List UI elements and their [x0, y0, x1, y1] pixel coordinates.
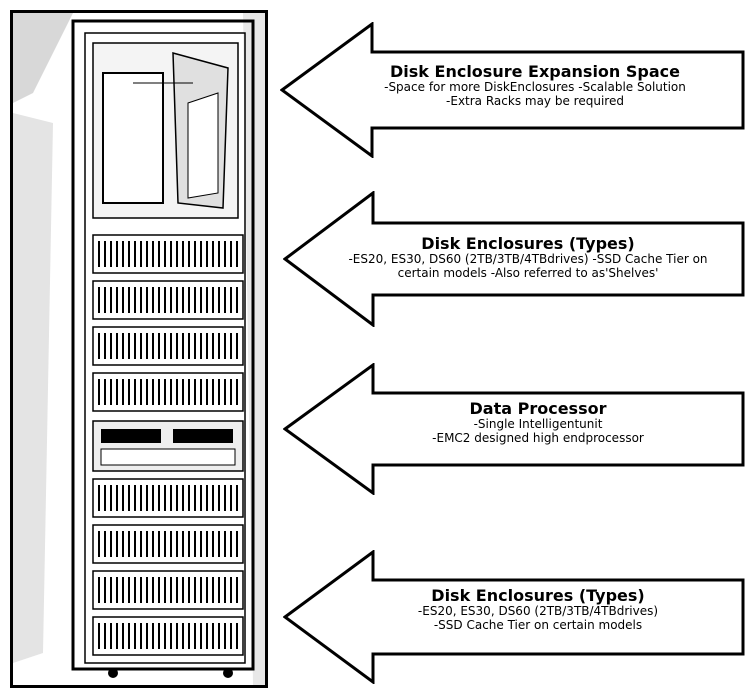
callout-title: Data Processor [469, 399, 607, 418]
callout-line: -Space for more DiskEnclosures -Scalable… [384, 80, 686, 95]
callout-line: -ES20, ES30, DS60 (2TB/3TB/4TBdrives) [417, 604, 659, 619]
rack-illustration [13, 13, 265, 685]
left-arrow-shape [283, 191, 745, 327]
callout-title: Disk Enclosure Expansion Space [390, 62, 680, 81]
left-arrow-shape [280, 22, 745, 158]
callout-line: -EMC2 designed high endprocessor [432, 431, 644, 446]
callout-data-processor: Data Processor -Single Intelligentunit -… [283, 363, 745, 495]
left-arrow-shape [283, 363, 745, 495]
callout-title: Disk Enclosures (Types) [421, 234, 635, 253]
callout-disk-enclosures-upper: Disk Enclosures (Types) -ES20, ES30, DS6… [283, 191, 745, 327]
left-arrow-shape [283, 550, 745, 684]
callout-title: Disk Enclosures (Types) [431, 586, 645, 605]
callout-line: -ES20, ES30, DS60 (2TB/3TB/4TBdrives) -S… [348, 252, 708, 267]
callout-disk-enclosures-lower: Disk Enclosures (Types) -ES20, ES30, DS6… [283, 550, 745, 684]
callout-line: -SSD Cache Tier on certain models [433, 618, 643, 633]
callout-expansion-space: Disk Enclosure Expansion Space -Space fo… [280, 22, 745, 158]
callout-line: -Extra Racks may be required [446, 94, 624, 109]
callout-line: -Single Intelligentunit [473, 417, 603, 432]
storage-rack-image [10, 10, 268, 688]
callout-line: certain models -Also referred to as'Shel… [397, 266, 659, 281]
